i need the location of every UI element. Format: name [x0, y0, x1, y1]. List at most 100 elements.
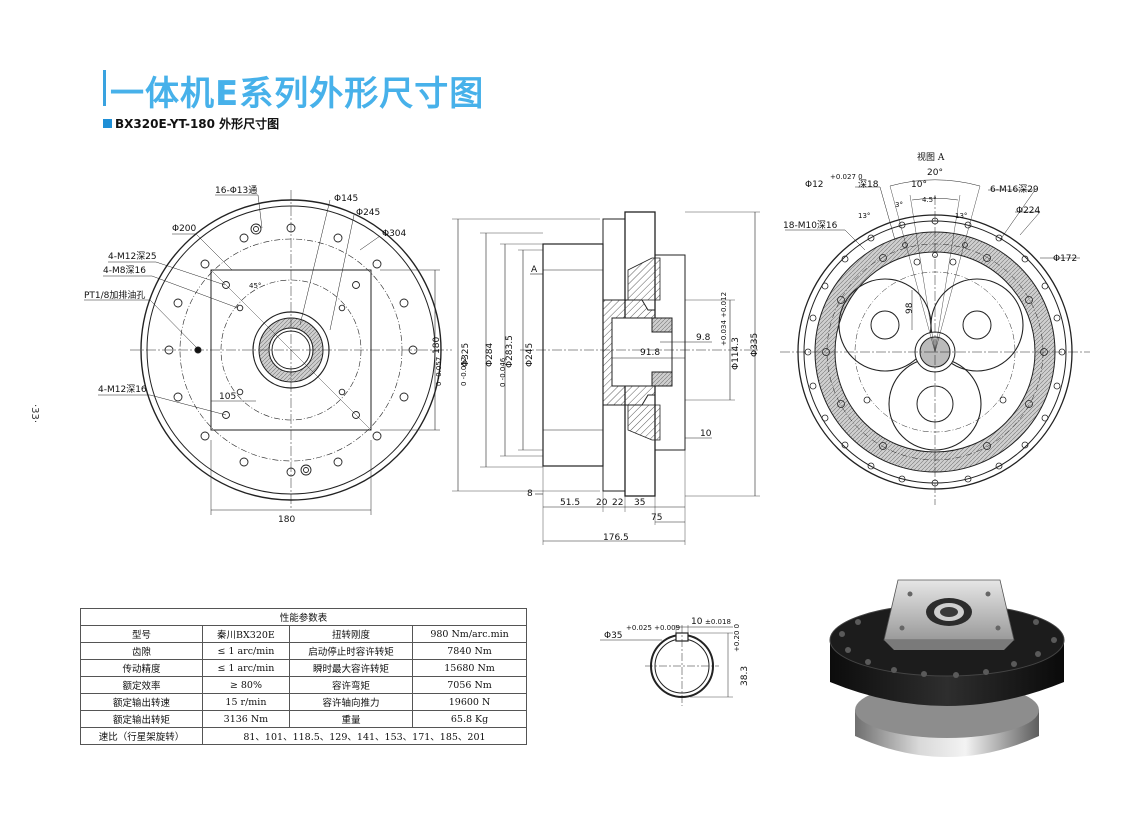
label-dim-10: 10 — [700, 429, 712, 439]
label-d245: Φ245 — [356, 208, 380, 218]
spec-cell: 启动停止时容许转矩 — [288, 642, 414, 660]
label-16-holes: 16-Φ13通 — [215, 185, 257, 196]
label-d284-tol: 0 -0.052 — [460, 357, 468, 386]
label-angle-45: 45° — [249, 282, 261, 290]
spec-cell: 额定输出转速 — [80, 693, 203, 711]
label-4-m8-16: 4-M8深16 — [103, 265, 146, 276]
label-dim-180-v: 180 — [432, 337, 442, 354]
spec-cell: 容许轴向推力 — [288, 693, 414, 711]
spec-cell: 15 r/min — [201, 693, 290, 711]
label-dim-176-5: 176.5 — [603, 533, 629, 543]
label-4-m12-16: 4-M12深16 — [98, 384, 147, 395]
spec-caption: 性能参数表 — [80, 608, 527, 626]
label-keyway-w10: 10 — [691, 617, 703, 627]
spec-cell: 3136 Nm — [201, 710, 290, 728]
subtitle-bullet — [103, 119, 112, 128]
view-a-labels: 视图 A Φ12 +0.027 0 深18 20° 10° 13° 3° 4.5… — [783, 151, 1077, 314]
label-d245-tol: 0 -0.046 — [499, 357, 507, 387]
label-d284: Φ284 — [485, 342, 495, 367]
label-d12: Φ12 — [805, 180, 824, 190]
label-angle-4-5: 4.5° — [922, 196, 937, 204]
performance-spec-table: 性能参数表 型号 秦川BX320E 扭转刚度 980 Nm/arc.min 齿隙… — [80, 608, 528, 745]
label-keyway-h38-tol: +0.20 0 — [733, 624, 741, 652]
label-6-m16: 6-M16深29 — [990, 184, 1039, 195]
label-d200: Φ200 — [172, 224, 197, 234]
label-d325: Φ325 — [461, 343, 471, 367]
view-a-bolt-holes — [804, 217, 1066, 487]
label-d224: Φ224 — [1016, 206, 1041, 216]
label-dim-180-h: 180 — [278, 515, 295, 525]
spec-cell: 980 Nm/arc.min — [412, 625, 527, 643]
keyway-detail — [600, 625, 733, 706]
label-d114-3: Φ114.3 — [731, 337, 741, 370]
spec-row: 传动精度 ≤ 1 arc/min 瞬时最大容许转矩 15680 Nm — [80, 659, 527, 677]
view-a — [780, 179, 1090, 505]
keyway-labels: Φ35 +0.025 +0.009 10 ±0.018 38.3 +0.20 0 — [604, 617, 750, 686]
spec-cell: 重量 — [288, 710, 414, 728]
label-angle-13-right: 13° — [955, 212, 967, 220]
spec-cell: 15680 Nm — [412, 659, 527, 677]
spec-cell: 扭转刚度 — [288, 625, 414, 643]
label-d335: Φ335 — [750, 333, 760, 357]
label-dim-8: 8 — [527, 489, 533, 499]
label-18-m10: 18-M10深16 — [783, 220, 838, 231]
front-view-labels: 16-Φ13通 Φ145 Φ245 Φ304 Φ200 4-M12深25 4-M… — [84, 185, 442, 525]
label-angle-10: 10° — [911, 180, 927, 190]
page-title: 一体机E系列外形尺寸图 — [110, 74, 485, 114]
label-4-m12-25: 4-M12深25 — [108, 251, 157, 262]
front-view — [84, 190, 452, 515]
label-d325-tol: 0 -0.057 — [435, 357, 443, 386]
label-d145: Φ145 — [334, 194, 358, 204]
label-dim-105: 105 — [219, 392, 236, 402]
spec-cell: 容许弯矩 — [288, 676, 414, 694]
spec-cell: 传动精度 — [80, 659, 203, 677]
label-keyway-d35: Φ35 — [604, 631, 623, 641]
label-d114-tol: +0.034 +0.012 — [720, 292, 728, 346]
side-view-labels: A Φ325 0 -0.057 Φ284 0 -0.052 Φ283.5 Φ24… — [435, 265, 760, 543]
spec-cell: 秦川BX320E — [201, 625, 290, 643]
label-d245-side: Φ245 — [525, 343, 535, 367]
spec-cell: 额定输出转矩 — [80, 710, 203, 728]
label-dim-98: 98 — [905, 302, 915, 314]
spec-cell: 额定效率 — [80, 676, 203, 694]
label-d12-tol: +0.027 0 — [830, 173, 863, 181]
label-pt18-oil-hole: PT1/8加排油孔 — [84, 289, 145, 301]
spec-row: 型号 秦川BX320E 扭转刚度 980 Nm/arc.min — [80, 625, 527, 643]
spec-cell: 65.8 Kg — [412, 710, 527, 728]
title-accent-bar — [103, 70, 106, 106]
spec-caption-row: 性能参数表 — [80, 608, 527, 626]
label-keyway-w10-tol: ±0.018 — [705, 618, 731, 626]
spec-row: 额定输出转矩 3136 Nm 重量 65.8 Kg — [80, 710, 527, 728]
label-dim-22: 22 — [612, 498, 623, 508]
spec-cell: 7840 Nm — [412, 642, 527, 660]
label-angle-13-left: 13° — [858, 212, 870, 220]
spec-cell: ≤ 1 arc/min — [201, 659, 290, 677]
spec-ratio-value: 81、101、118.5、129、141、153、171、185、201 — [201, 727, 528, 745]
spec-cell: 型号 — [80, 625, 203, 643]
label-dim-91-8: 91.8 — [640, 348, 660, 358]
side-view — [452, 211, 760, 545]
spec-cell: 瞬时最大容许转矩 — [288, 659, 414, 677]
spec-cell: 19600 N — [412, 693, 527, 711]
label-view-a-title: 视图 A — [917, 151, 945, 163]
spec-ratio-label: 速比（行星架旋转） — [80, 727, 203, 745]
label-angle-3: 3° — [895, 201, 903, 209]
label-deep-18: 深18 — [858, 179, 879, 190]
page-subtitle: BX320E-YT-180 外形尺寸图 — [115, 117, 280, 131]
label-dim-35: 35 — [634, 498, 645, 508]
label-d172: Φ172 — [1053, 254, 1077, 264]
label-angle-20: 20° — [927, 168, 943, 178]
spec-cell: 齿隙 — [80, 642, 203, 660]
product-photo — [829, 579, 1065, 757]
label-keyway-d35-tol-upper: +0.025 +0.009 — [626, 624, 680, 632]
label-dim-20: 20 — [596, 498, 608, 508]
label-d283-5: Φ283.5 — [505, 335, 515, 368]
photo-bolt-holes — [839, 619, 1057, 678]
spec-row: 齿隙 ≤ 1 arc/min 启动停止时容许转矩 7840 Nm — [80, 642, 527, 660]
spec-cell: ≥ 80% — [201, 676, 290, 694]
spec-cell: 7056 Nm — [412, 676, 527, 694]
spec-cell: ≤ 1 arc/min — [201, 642, 290, 660]
label-dim-51-5: 51.5 — [560, 498, 580, 508]
spec-row: 额定输出转速 15 r/min 容许轴向推力 19600 N — [80, 693, 527, 711]
